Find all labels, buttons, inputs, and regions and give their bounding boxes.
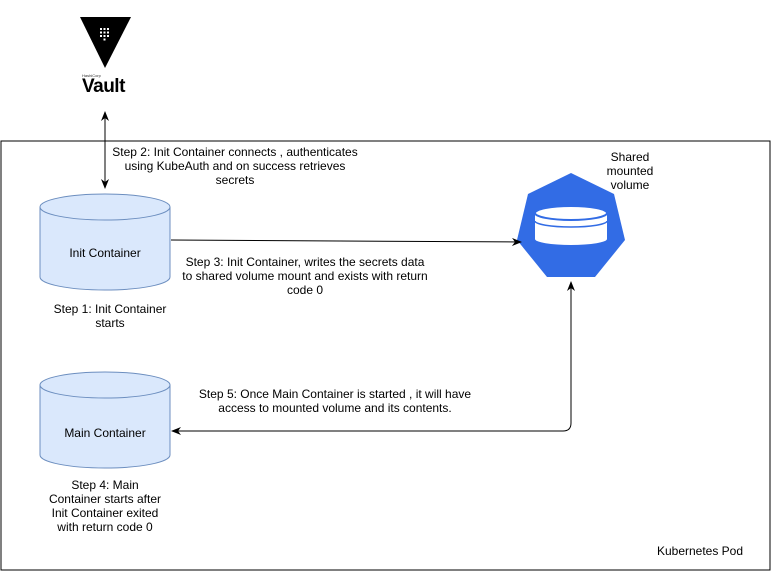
step-4-label: Step 4: Main Container starts after Init… (48, 478, 162, 534)
init-to-volume-arrow (170, 237, 522, 246)
kubernetes-pod-boundary (0, 140, 771, 571)
main-container-cylinder (39, 371, 171, 469)
vault-triangle-icon (80, 17, 131, 68)
step-3-label: Step 3: Init Container, writes the secre… (182, 255, 428, 297)
main-container-label: Main Container (64, 426, 146, 440)
kubernetes-volume-icon (517, 173, 625, 277)
init-container-label: Init Container (69, 246, 141, 260)
volume-label: Shared mounted volume (606, 150, 654, 192)
step-5-label: Step 5: Once Main Container is started ,… (198, 387, 472, 415)
step-2-label: Step 2: Init Container connects , authen… (112, 145, 358, 187)
volume-main-connector (171, 281, 575, 435)
step-1-label: Step 1: Init Container starts (53, 302, 167, 330)
init-container-cylinder (39, 193, 171, 291)
vault-company-text: HashiCorp (82, 73, 101, 78)
vault-product-text: Vault (82, 76, 125, 97)
kubernetes-pod-label: Kubernetes Pod (656, 544, 744, 558)
